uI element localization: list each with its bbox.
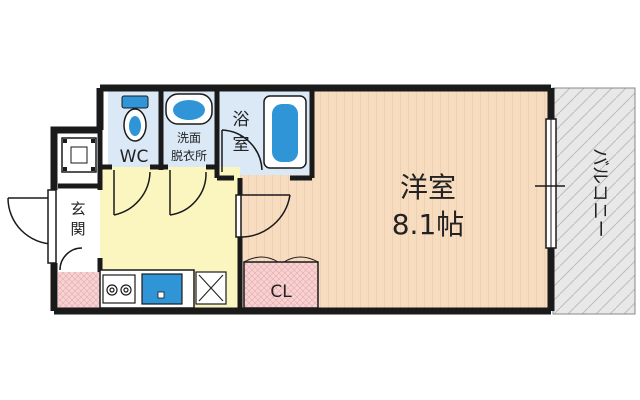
closet-doors xyxy=(243,256,319,263)
refrigerator-space-icon xyxy=(195,271,227,305)
balcony-area xyxy=(552,87,636,315)
doors xyxy=(7,129,291,271)
balcony-label: バルコニー xyxy=(589,148,610,238)
stove-burners-icon xyxy=(102,274,136,304)
western-room-label: 洋室 xyxy=(400,171,456,204)
closet-area xyxy=(244,262,318,308)
toilet-icon xyxy=(121,95,149,142)
walls xyxy=(50,84,555,315)
entrance-label-line1: 玄 xyxy=(70,200,85,218)
washbasin-icon xyxy=(165,93,213,125)
interior-walls xyxy=(58,90,315,311)
western-room-size: 8.1帖 xyxy=(392,208,465,241)
washroom-label-line1: 洗面 xyxy=(177,131,201,145)
washroom-label-line2: 脱衣所 xyxy=(171,148,207,163)
kitchen-sink-icon xyxy=(141,273,183,305)
entrance-step xyxy=(58,272,100,308)
storage-box-icon xyxy=(61,137,97,173)
bathtub-icon xyxy=(263,95,307,169)
bath-label-line2: 室 xyxy=(233,135,250,155)
entrance-label-line2: 関 xyxy=(70,220,85,238)
window xyxy=(535,118,565,249)
closet-outline xyxy=(243,261,319,309)
bath-label-line1: 浴 xyxy=(233,110,250,130)
wc-label: WC xyxy=(120,147,149,167)
closet-label: CL xyxy=(270,282,292,302)
